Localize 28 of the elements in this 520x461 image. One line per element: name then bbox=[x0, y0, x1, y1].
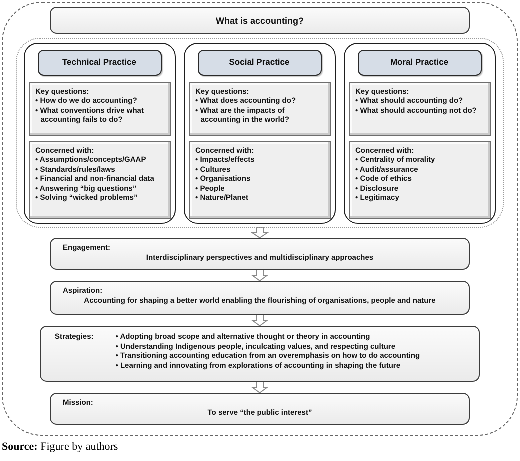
topic-box bbox=[188, 82, 330, 136]
practice-header bbox=[358, 50, 482, 76]
stage-box bbox=[50, 238, 470, 270]
practice-panel bbox=[184, 43, 336, 224]
topic-box bbox=[348, 140, 490, 218]
arrow bbox=[250, 314, 270, 327]
dotted-frame bbox=[16, 38, 504, 228]
stage-box bbox=[50, 393, 470, 425]
question-box bbox=[50, 7, 470, 34]
topic-box bbox=[28, 82, 170, 136]
stage-box bbox=[50, 281, 470, 315]
dashed-frame bbox=[2, 2, 518, 436]
practice-header bbox=[198, 50, 322, 76]
practice-panel bbox=[24, 43, 176, 224]
practice-title: Social Practice bbox=[229, 56, 290, 66]
practice-header bbox=[38, 50, 162, 76]
topic-box bbox=[348, 82, 490, 136]
source-note: Source: Figure by authors bbox=[2, 441, 118, 453]
practice-title: Moral Practice bbox=[390, 56, 449, 66]
arrow bbox=[250, 270, 270, 282]
arrow bbox=[250, 382, 270, 394]
box-heading: What is accounting? bbox=[216, 16, 304, 26]
practice-title: Technical Practice bbox=[62, 56, 137, 66]
stage-box bbox=[40, 326, 480, 382]
topic-box bbox=[188, 140, 330, 218]
arrow bbox=[250, 228, 270, 239]
topic-box bbox=[28, 140, 170, 218]
practice-panel bbox=[344, 43, 496, 224]
